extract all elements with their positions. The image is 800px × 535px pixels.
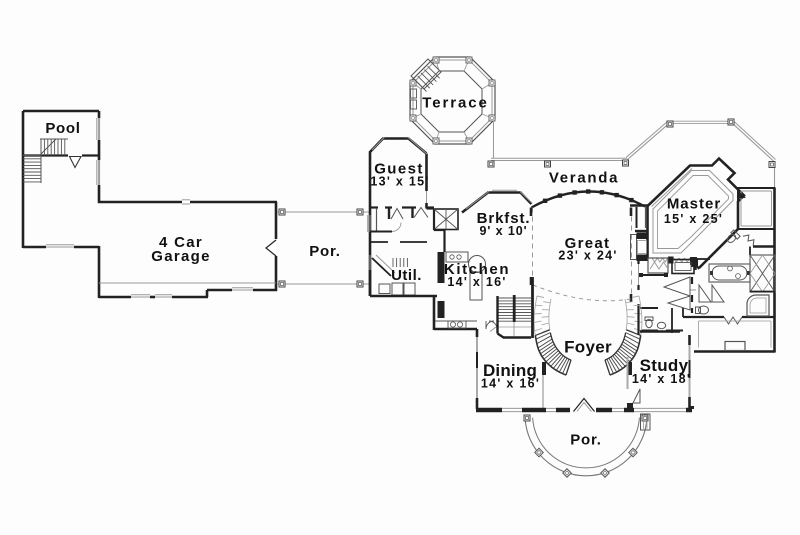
svg-text:23' x 24': 23' x 24' <box>558 249 617 263</box>
svg-text:Kitchen: Kitchen <box>444 261 510 278</box>
svg-text:15' x 25': 15' x 25' <box>664 212 723 226</box>
svg-text:Por.: Por. <box>570 432 602 449</box>
svg-text:Por.: Por. <box>309 243 341 260</box>
svg-text:Util.: Util. <box>391 267 422 284</box>
svg-text:Study: Study <box>640 356 689 375</box>
svg-text:14' x 16': 14' x 16' <box>481 377 540 391</box>
svg-text:Guest: Guest <box>374 161 424 178</box>
svg-text:Foyer: Foyer <box>564 338 612 357</box>
svg-text:Master: Master <box>667 196 721 213</box>
svg-text:14' x 16': 14' x 16' <box>447 275 506 289</box>
svg-text:Dining: Dining <box>483 361 537 380</box>
svg-text:13' x 15': 13' x 15' <box>370 175 429 189</box>
svg-text:9' x 10': 9' x 10' <box>480 224 528 238</box>
svg-text:Brkfst.: Brkfst. <box>477 210 531 227</box>
svg-text:Great: Great <box>565 235 611 252</box>
svg-text:Veranda: Veranda <box>549 170 619 187</box>
svg-text:4 Car: 4 Car <box>159 234 203 251</box>
svg-text:Pool: Pool <box>45 120 80 137</box>
svg-text:Terrace: Terrace <box>422 95 488 112</box>
svg-text:14' x 18': 14' x 18' <box>632 372 691 386</box>
svg-text:Garage: Garage <box>151 248 211 265</box>
